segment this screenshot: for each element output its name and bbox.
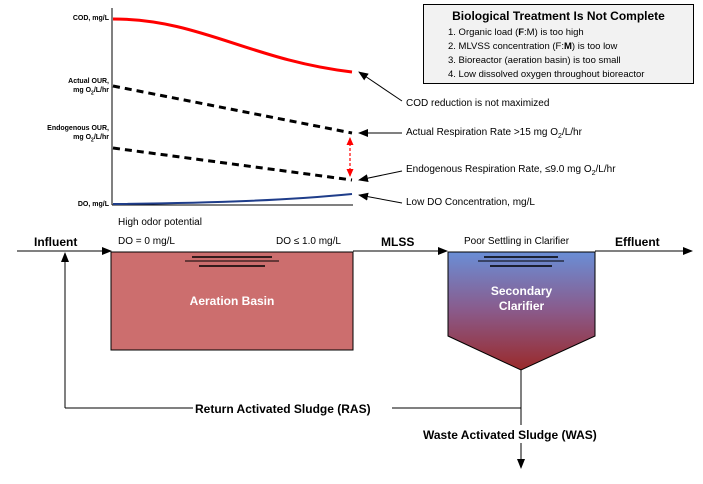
legend-title: Biological Treatment Is Not Complete [452,9,665,23]
high-odor-label: High odor potential [118,217,202,228]
ras-label: Return Activated Sludge (RAS) [195,402,371,416]
actual-our-label-line1: Actual OUR, [68,78,109,85]
endogenous-our-axis-label: Endogenous OUR, mg O2/L/hr [47,124,109,145]
cod-leader [358,71,403,102]
actual-respiration-annotation: Actual Respiration Rate >15 mg O2/L/hr [406,127,582,140]
aeration-basin-label: Aeration Basin [189,294,275,308]
effluent-label: Effluent [615,235,660,249]
cod-annotation: COD reduction is not maximized [406,98,550,109]
legend-item-3: 3. Bioreactor (aeration basin) is too sm… [448,55,621,66]
legend-item-4: 4. Low dissolved oxygen throughout biore… [448,69,645,80]
endogenous-respiration-annotation: Endogenous Respiration Rate, ≤9.0 mg O2/… [406,164,616,177]
aeration-basin [110,251,354,351]
do-axis-label: DO, mg/L [77,201,109,208]
do-curve [112,193,353,205]
endogenous-our-label-line1: Endogenous OUR, [47,125,109,132]
cod-curve [112,17,353,74]
actual-our-label-unit: mg O2/L/hr [73,87,109,97]
actual-our-axis-label: Actual OUR, mg O2/L/hr [68,77,109,98]
do-leader [358,192,403,204]
mlss-label: MLSS [381,235,415,249]
do-outlet-label: DO ≤ 1.0 mg/L [276,236,341,247]
endogenous-our-label-unit: mg O2/L/hr [73,134,109,144]
legend-item-2: 2. MLVSS concentration (F:M) is too low [448,41,618,52]
poor-settling-label: Poor Settling in Clarifier [464,236,570,247]
influent-label: Influent [34,235,78,249]
secondary-clarifier [447,251,596,371]
was-label: Waste Activated Sludge (WAS) [423,428,597,442]
endogenous-our-line [112,146,353,182]
do-inlet-label: DO = 0 mg/L [118,236,175,247]
do-annotation: Low DO Concentration, mg/L [406,197,535,208]
endogenous-leader [358,170,403,183]
legend-item-1: 1. Organic load (F:M) is too high [448,27,584,38]
legend-box: Biological Treatment Is Not Complete 1. … [423,4,694,84]
actual-our-line [112,84,353,135]
cod-axis-label: COD, mg/L [72,15,109,22]
